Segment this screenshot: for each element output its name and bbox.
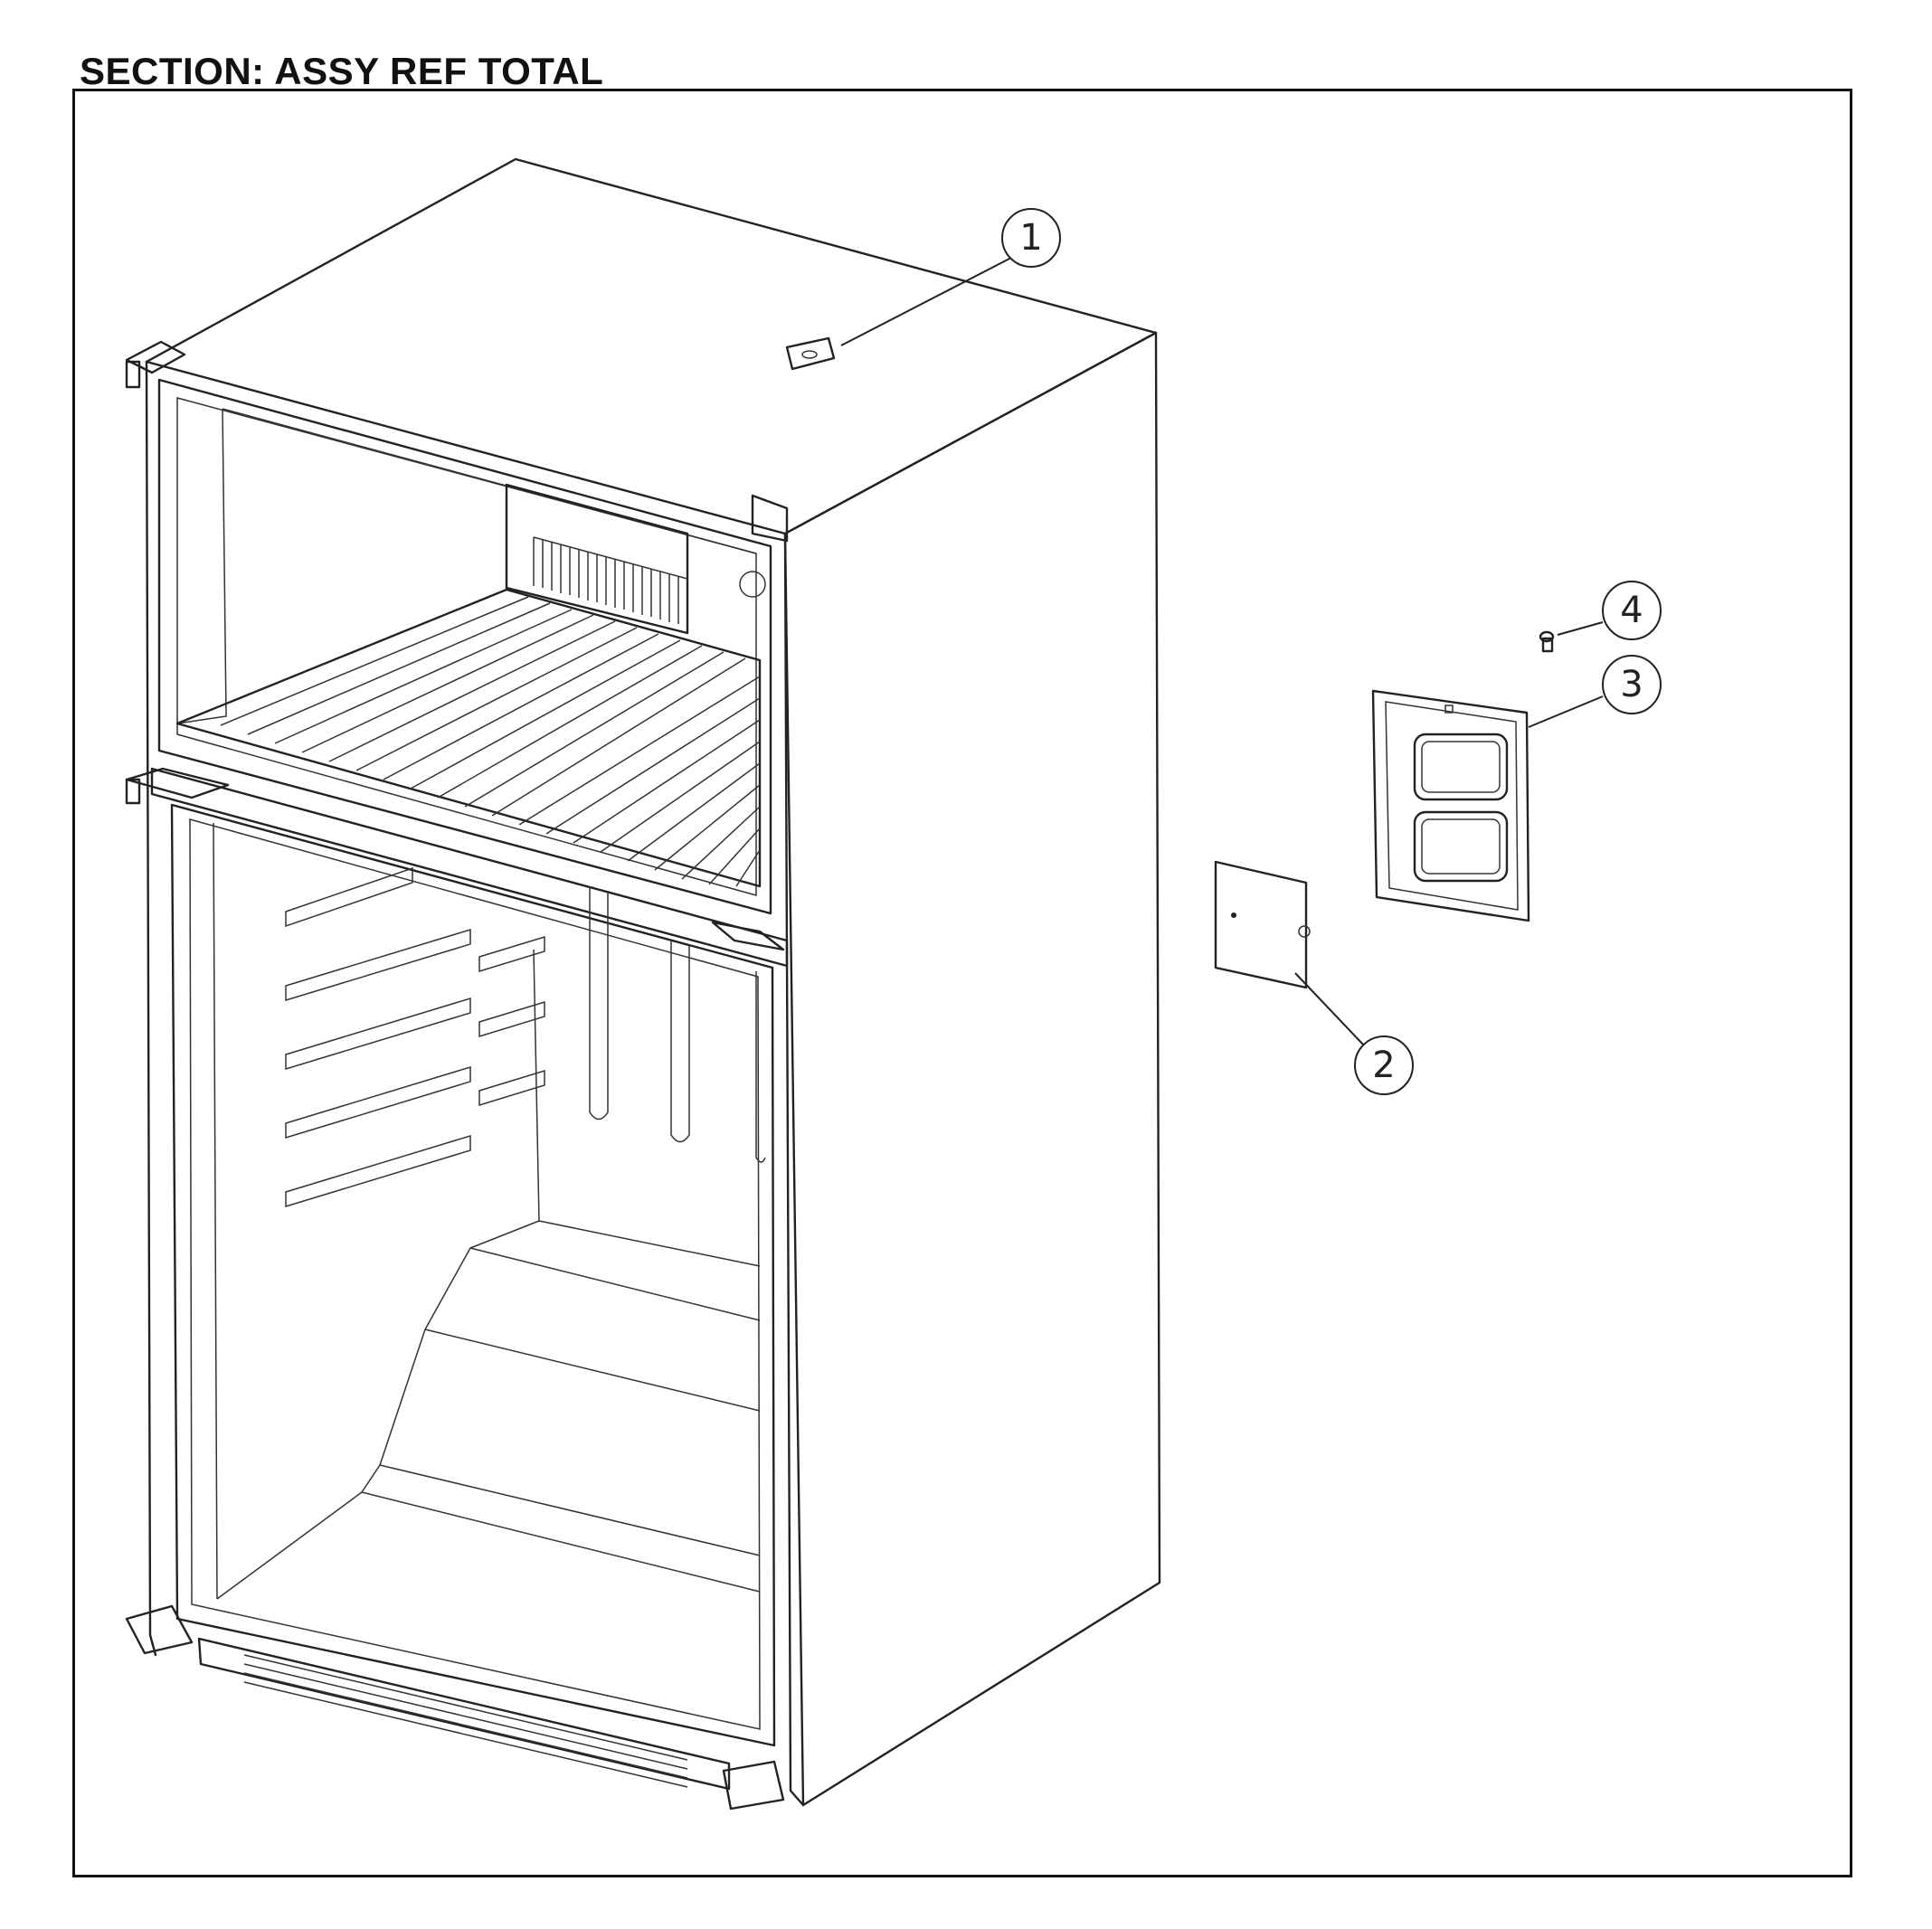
callout-2: 2 [1294, 972, 1414, 1095]
part-drain-tray-frame [1371, 689, 1530, 922]
center-right-hinge [711, 921, 785, 951]
freezer-wire-shelf [175, 588, 762, 888]
callout-3: 3 [1528, 655, 1662, 728]
back-wall-tubes [589, 886, 766, 1163]
callout-1-bubble [1001, 208, 1061, 268]
callout-1: 1 [840, 208, 1061, 346]
shelf-rails-left [285, 866, 471, 1208]
hinges [125, 340, 789, 951]
callout-2-bubble [1354, 1035, 1414, 1095]
toe-grille [197, 1637, 731, 1791]
diagram-frame [72, 89, 1852, 1877]
callout-1-label: 1 [1019, 217, 1042, 259]
cabinet-top [145, 157, 1158, 535]
part-screw [1539, 630, 1555, 653]
part-top-cap [785, 336, 836, 371]
fresh-food-compartment [170, 803, 776, 1747]
freezer-compartment [157, 378, 772, 915]
center-left-hinge [125, 767, 230, 799]
evaporator-fins [533, 537, 679, 624]
callout-4-label: 4 [1620, 590, 1643, 631]
top-right-hinge [751, 494, 789, 543]
callout-3-label: 3 [1620, 664, 1643, 705]
leveling-feet [125, 1604, 785, 1811]
top-left-hinge [125, 340, 186, 374]
part-back-panel-plate [1214, 860, 1311, 989]
cabinet-right-side [783, 331, 1161, 1807]
cabinet-front-left-edge [145, 360, 157, 1657]
callout-4: 4 [1557, 581, 1662, 640]
freezer-shelf-rods [220, 596, 761, 887]
section-title: SECTION: ASSY REF TOTAL [80, 50, 604, 92]
callout-3-bubble [1602, 655, 1662, 714]
callout-2-label: 2 [1372, 1045, 1395, 1086]
shelf-rails-right [478, 935, 545, 1107]
callout-4-bubble [1602, 581, 1662, 640]
